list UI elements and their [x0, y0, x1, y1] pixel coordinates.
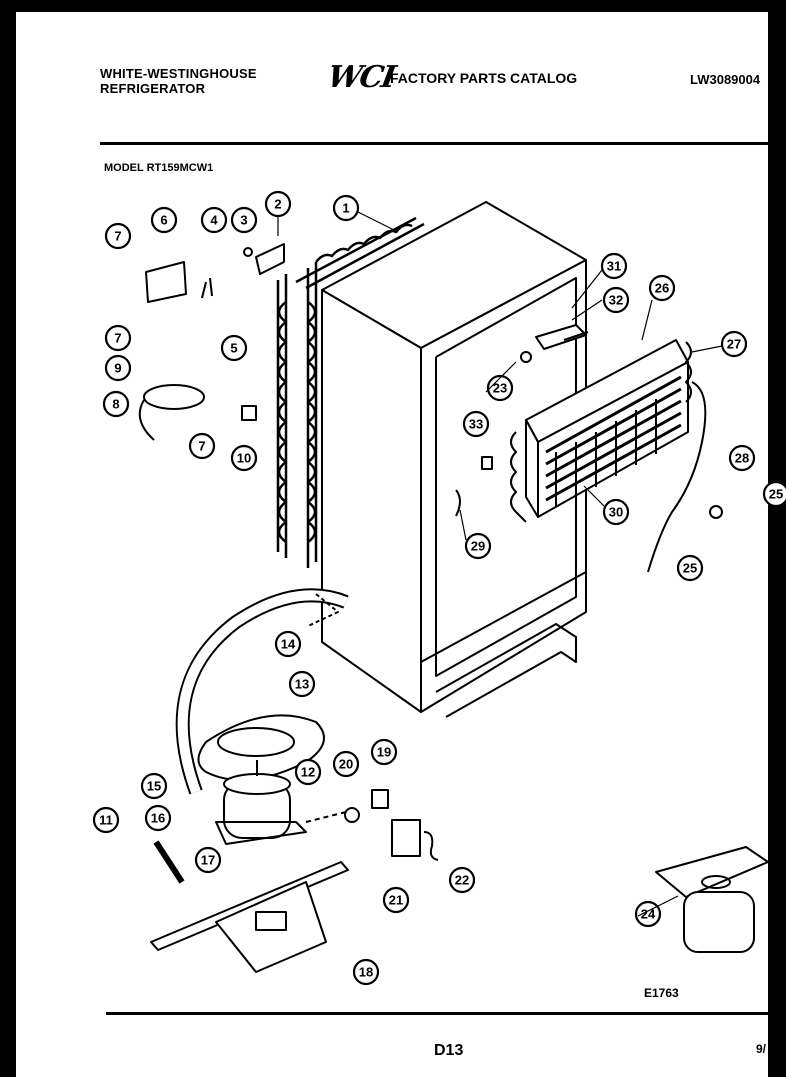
- footer-rule: [106, 1012, 786, 1015]
- svg-text:17: 17: [201, 853, 215, 868]
- callout-28: 28: [728, 444, 756, 472]
- svg-text:28: 28: [735, 451, 749, 466]
- callout-25b: 25: [762, 480, 786, 508]
- callout-7a: 7: [104, 222, 132, 250]
- svg-text:6: 6: [160, 213, 167, 228]
- svg-text:7: 7: [198, 439, 205, 454]
- svg-text:29: 29: [471, 539, 485, 554]
- callout-9: 9: [104, 354, 132, 382]
- callout-7c: 7: [188, 432, 216, 460]
- base-rail: [150, 861, 349, 973]
- svg-text:26: 26: [655, 281, 669, 296]
- svg-text:10: 10: [237, 451, 251, 466]
- evaporator: [510, 339, 692, 523]
- svg-text:3: 3: [240, 213, 247, 228]
- callout-10: 10: [230, 444, 258, 472]
- refrigerator-cabinet: [321, 201, 587, 718]
- callout-12: 12: [294, 758, 322, 786]
- callout-29: 29: [464, 532, 492, 560]
- compressor-detail: [655, 846, 769, 953]
- callout-4: 4: [200, 206, 228, 234]
- parts-catalog-page: WHITE-WESTINGHOUSE REFRIGERATOR WCI FACT…: [16, 12, 786, 1077]
- callout-30: 30: [602, 498, 630, 526]
- svg-text:8: 8: [112, 397, 119, 412]
- svg-text:19: 19: [377, 745, 391, 760]
- compressor: [215, 760, 307, 845]
- model-label: MODEL RT159MCW1: [104, 162, 214, 174]
- callout-15: 15: [140, 772, 168, 800]
- wire-harness: [647, 381, 707, 573]
- page-number: D13: [434, 1042, 464, 1059]
- svg-text:15: 15: [147, 779, 161, 794]
- callout-7b: 7: [104, 324, 132, 352]
- callout-2: 2: [264, 190, 292, 218]
- callout-17: 17: [194, 846, 222, 874]
- callout-18: 18: [352, 958, 380, 986]
- svg-text:13: 13: [295, 677, 309, 692]
- figure-reference: E1763: [644, 986, 679, 1000]
- svg-text:23: 23: [493, 381, 507, 396]
- svg-text:25: 25: [683, 561, 697, 576]
- callout-22: 22: [448, 866, 476, 894]
- callout-3: 3: [230, 206, 258, 234]
- relay-parts: [305, 789, 439, 861]
- svg-text:12: 12: [301, 765, 315, 780]
- svg-text:9: 9: [114, 361, 121, 376]
- svg-text:27: 27: [727, 337, 741, 352]
- svg-text:7: 7: [114, 229, 121, 244]
- callout-6: 6: [150, 206, 178, 234]
- callout-20: 20: [332, 750, 360, 778]
- right-small-parts: [455, 324, 723, 519]
- callout-19: 19: [370, 738, 398, 766]
- callout-26: 26: [648, 274, 676, 302]
- svg-text:30: 30: [609, 505, 623, 520]
- callout-31: 31: [600, 252, 628, 280]
- svg-text:32: 32: [609, 293, 623, 308]
- callout-27: 27: [720, 330, 748, 358]
- left-small-parts: [138, 243, 285, 441]
- svg-text:18: 18: [359, 965, 373, 980]
- svg-text:20: 20: [339, 757, 353, 772]
- svg-text:7: 7: [114, 331, 121, 346]
- condenser-coil: [276, 216, 425, 568]
- catalog-code: LW3089004: [690, 72, 761, 87]
- svg-text:1: 1: [342, 201, 349, 216]
- callout-8: 8: [102, 390, 130, 418]
- brand-line-2: REFRIGERATOR: [100, 81, 206, 96]
- catalog-title: FACTORY PARTS CATALOG: [390, 70, 578, 86]
- svg-text:16: 16: [151, 811, 165, 826]
- svg-text:31: 31: [607, 259, 621, 274]
- callout-23: 23: [486, 374, 514, 402]
- brand-line-1: WHITE-WESTINGHOUSE: [100, 66, 257, 81]
- exploded-parts-diagram: 1 2 3 4 5 6 7 7 7 8 9 10 11 12 13 14 15 …: [92, 190, 786, 986]
- callout-25a: 25: [676, 554, 704, 582]
- callout-33: 33: [462, 410, 490, 438]
- svg-text:11: 11: [99, 813, 113, 828]
- page-edge-text: 9/: [756, 1042, 767, 1056]
- svg-text:33: 33: [469, 417, 483, 432]
- part-11: [153, 840, 185, 884]
- svg-text:2: 2: [274, 197, 281, 212]
- svg-text:21: 21: [389, 893, 403, 908]
- callout-16: 16: [144, 804, 172, 832]
- callout-13: 13: [288, 670, 316, 698]
- svg-text:14: 14: [281, 637, 296, 652]
- svg-text:4: 4: [210, 213, 218, 228]
- brand-header: WHITE-WESTINGHOUSE REFRIGERATOR: [100, 66, 257, 96]
- header-rule: [100, 142, 780, 145]
- svg-text:5: 5: [230, 341, 237, 356]
- callout-24: 24: [634, 900, 662, 928]
- callout-11: 11: [92, 806, 120, 834]
- svg-text:25: 25: [769, 487, 783, 502]
- callout-21: 21: [382, 886, 410, 914]
- svg-text:24: 24: [641, 907, 656, 922]
- callout-1: 1: [332, 194, 360, 222]
- svg-text:22: 22: [455, 873, 469, 888]
- leader-lines: [277, 211, 723, 917]
- callout-32: 32: [602, 286, 630, 314]
- callout-14: 14: [274, 630, 302, 658]
- callout-5: 5: [220, 334, 248, 362]
